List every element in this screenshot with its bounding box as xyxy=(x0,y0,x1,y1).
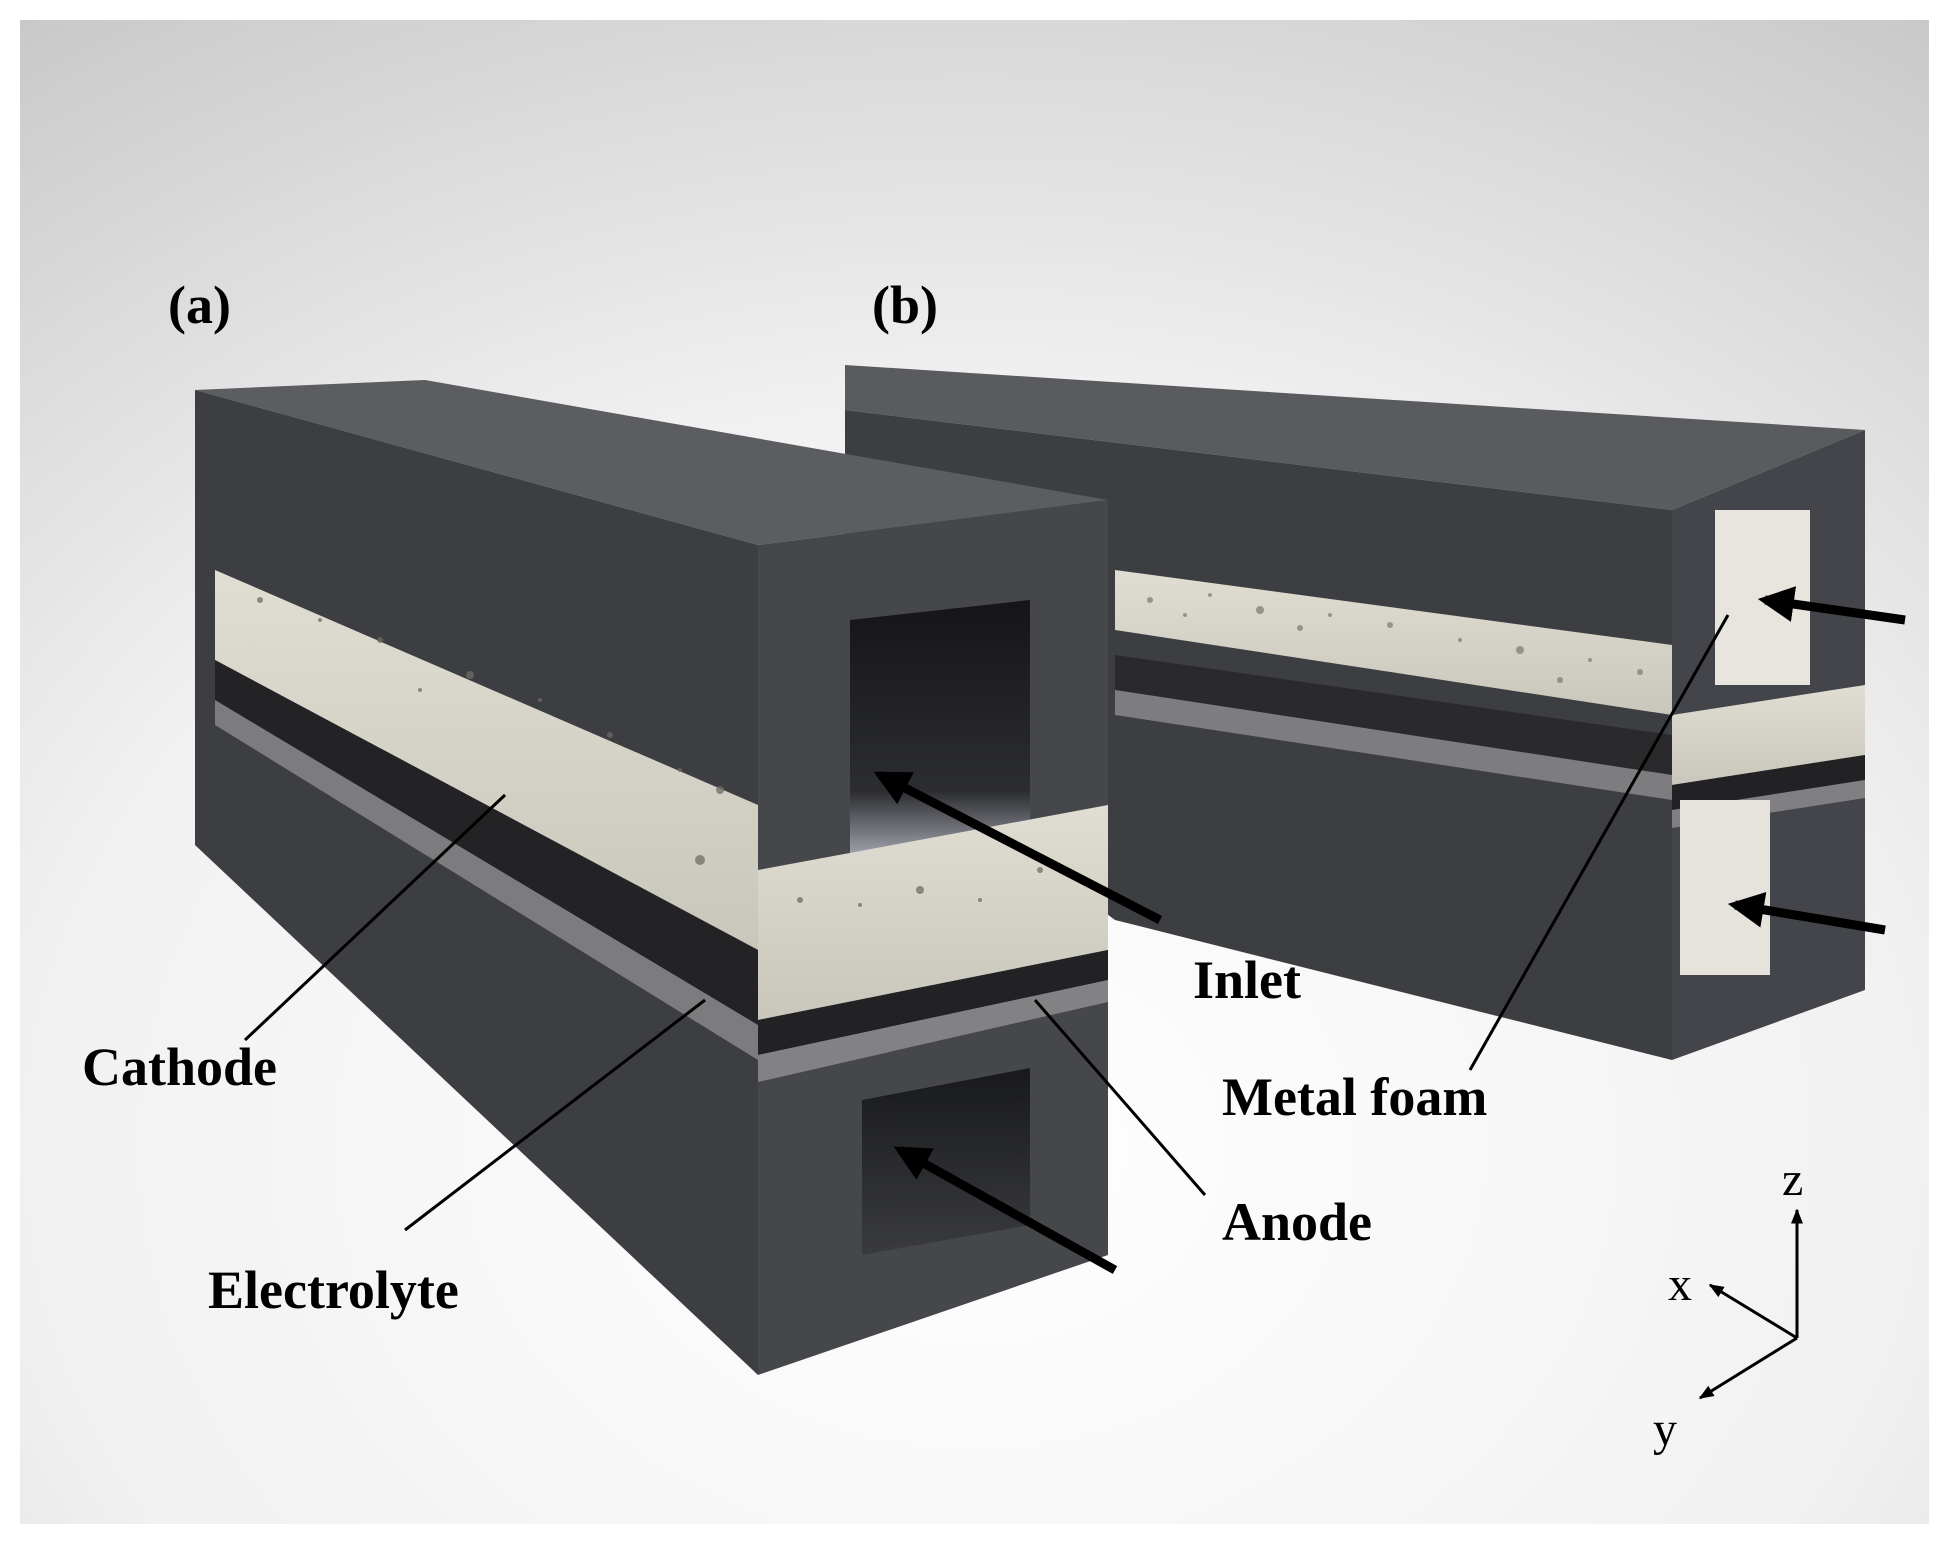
block-b-top xyxy=(845,365,1865,510)
panel-label-a: (a) xyxy=(168,275,231,335)
axis-triad: z x y xyxy=(1653,1153,1803,1456)
metal-foam-upper xyxy=(1715,510,1810,685)
block-a-cathode-band xyxy=(215,570,758,950)
anode-leader xyxy=(1033,999,1207,1196)
block-a-top xyxy=(195,380,1108,545)
block-a xyxy=(195,380,1108,1375)
block-a-electrolyte-band xyxy=(215,660,758,1025)
block-a-pores xyxy=(257,597,1043,907)
block-a-anode-band xyxy=(215,700,758,1060)
block-b-front-electrolyte xyxy=(1672,755,1865,810)
x-axis xyxy=(1708,1283,1798,1340)
electrolyte-label: Electrolyte xyxy=(208,1260,459,1320)
metal-foam-leader xyxy=(1468,614,1730,1071)
cathode-leader xyxy=(243,793,507,1042)
upper-channel xyxy=(850,600,1030,855)
block-b-anode-band xyxy=(1115,690,1672,800)
block-a-front-cathode xyxy=(758,805,1108,1020)
leader-lines xyxy=(243,614,1730,1232)
metal-foam-lower xyxy=(1680,800,1770,975)
anode-label: Anode xyxy=(1222,1192,1372,1252)
foam-arrow-lower xyxy=(1727,891,1886,935)
y-axis-label: y xyxy=(1653,1403,1677,1456)
foam-arrow-upper xyxy=(1757,586,1906,625)
block-b-cathode-band xyxy=(1115,570,1672,715)
cathode-label: Cathode xyxy=(82,1037,277,1097)
inlet-label: Inlet xyxy=(1193,950,1301,1010)
block-b-front-cathode xyxy=(1672,685,1865,785)
block-a-front-electrolyte xyxy=(758,950,1108,1055)
block-a-front-anode xyxy=(758,980,1108,1082)
panel-label-b: (b) xyxy=(872,275,938,335)
z-axis-label: z xyxy=(1782,1153,1803,1206)
inlet-arrow-upper xyxy=(873,771,1163,924)
flow-arrows xyxy=(873,586,1906,1274)
block-b-pores xyxy=(1147,593,1643,683)
text-labels: (a) (b) Cathode Electrolyte Anode Inlet … xyxy=(82,275,1487,1320)
block-b-electrolyte-band xyxy=(1115,655,1672,775)
y-axis xyxy=(1698,1336,1798,1400)
inlet-arrow-lower xyxy=(893,1146,1118,1274)
electrolyte-leader xyxy=(404,998,706,1232)
metal-foam-label: Metal foam xyxy=(1222,1067,1487,1127)
lower-channel xyxy=(862,1068,1030,1255)
x-axis-label: x xyxy=(1668,1258,1692,1311)
